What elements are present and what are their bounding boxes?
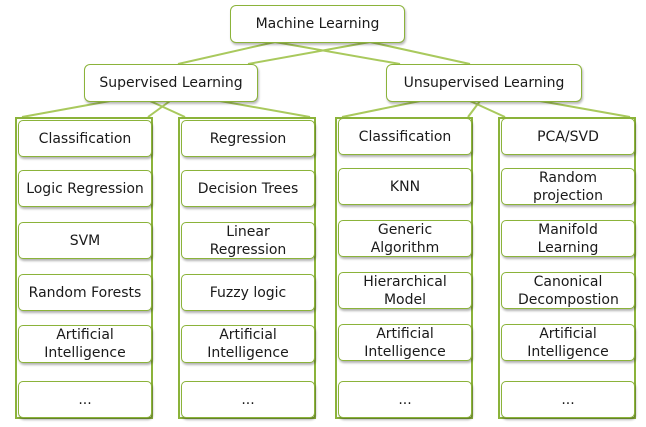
column-item: Hierarchical Model [338, 272, 472, 309]
connector-root-unsupervised [369, 41, 471, 65]
connector-unsupervised-col4 [539, 100, 631, 118]
column-item: Canonical Decompostion [501, 272, 635, 309]
column-item: Random Forests [18, 274, 152, 311]
connector-root-unsupervised [274, 41, 401, 65]
column-item: PCA/SVD [501, 118, 635, 155]
branch-label: Supervised Learning [99, 75, 243, 91]
column-item: Classification [18, 120, 152, 157]
column-item: KNN [338, 168, 472, 205]
column-supervised-classification [15, 117, 153, 419]
column-unsupervised-dimensionality [498, 117, 636, 419]
column-item: Artificial Intelligence [18, 325, 152, 363]
column-item: Regression [181, 120, 315, 157]
column-item: ... [338, 381, 472, 418]
column-item: Artificial Intelligence [338, 324, 472, 361]
connector-supervised-col2 [219, 100, 311, 118]
connector-supervised-col1 [21, 100, 111, 118]
column-item: SVM [18, 222, 152, 259]
connector-unsupervised-col3 [341, 100, 421, 118]
column-item: Linear Regression [181, 222, 315, 259]
column-item: Logic Regression [18, 170, 152, 207]
column-supervised-regression [178, 117, 316, 419]
connector-unsupervised-col4 [469, 100, 506, 118]
connector-root-supervised [177, 41, 276, 65]
column-item: Artificial Intelligence [181, 325, 315, 363]
branch-label: Unsupervised Learning [403, 75, 565, 91]
column-item: Classification [338, 118, 472, 155]
branch-unsupervised: Unsupervised Learning [386, 64, 582, 102]
column-item: Manifold Learning [501, 220, 635, 257]
connector-supervised-col2 [149, 100, 186, 118]
column-item: Decision Trees [181, 170, 315, 207]
column-unsupervised-classification [335, 117, 473, 419]
column-item: ... [18, 381, 152, 418]
root-label: Machine Learning [255, 16, 380, 32]
column-item: Random projection [501, 168, 635, 205]
connector-root-supervised [247, 41, 371, 65]
column-item: ... [501, 381, 635, 418]
root-node: Machine Learning [230, 5, 405, 43]
connector-supervised-col1 [147, 100, 171, 118]
column-item: ... [181, 381, 315, 418]
column-item: Generic Algorithm [338, 220, 472, 257]
column-item: Artificial Intelligence [501, 324, 635, 361]
column-item: Fuzzy logic [181, 274, 315, 311]
branch-supervised: Supervised Learning [84, 64, 258, 102]
